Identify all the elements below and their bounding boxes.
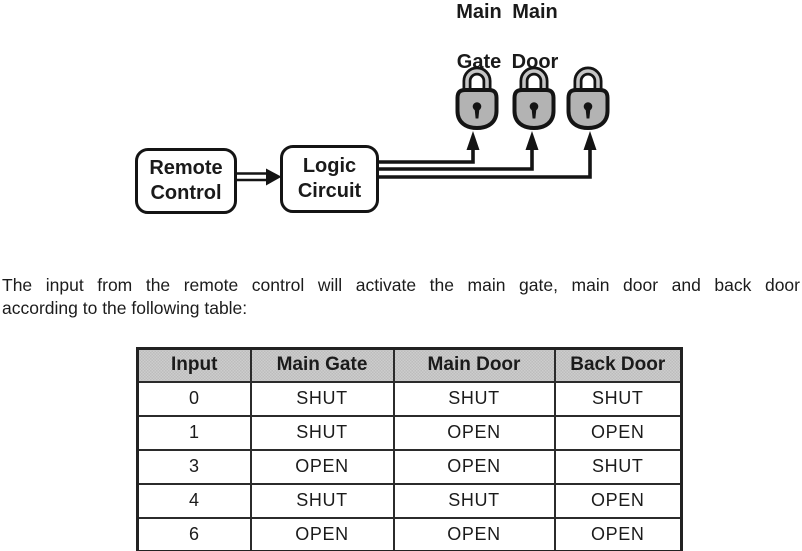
paragraph-line2: according to the following table: (2, 298, 248, 318)
column-header: Back Door (553, 347, 683, 383)
table-cell: OPEN (553, 414, 683, 451)
main-door-label-line2: Door (511, 51, 559, 73)
table-cell: SHUT (392, 482, 556, 519)
table-cell: SHUT (392, 380, 556, 417)
main-gate-label-line2: Gate (456, 51, 502, 73)
table-cell: SHUT (249, 380, 395, 417)
table-cell: SHUT (553, 448, 683, 485)
table-cell: 1 (136, 414, 252, 451)
remote-control-line2: Control (150, 182, 222, 204)
body-paragraph: The input from the remote control will a… (2, 274, 800, 320)
logic-circuit-line2: Circuit (297, 180, 362, 202)
paragraph-line1: The input from the remote control will a… (2, 275, 800, 295)
table-cell: OPEN (392, 516, 556, 551)
padlock-icon (566, 66, 610, 130)
remote-control-line1: Remote (149, 157, 223, 179)
table-cell: OPEN (392, 414, 556, 451)
column-header: Main Door (392, 347, 556, 383)
table-cell: OPEN (249, 516, 395, 551)
table-cell: SHUT (249, 414, 395, 451)
padlock-icon (512, 66, 556, 130)
table-cell: OPEN (553, 482, 683, 519)
table-cell: 0 (136, 380, 252, 417)
table-cell: 6 (136, 516, 252, 551)
table-cell: 3 (136, 448, 252, 485)
table-cell: SHUT (553, 380, 683, 417)
main-door-label-line1: Main (512, 1, 558, 23)
double-arrow-icon (236, 168, 282, 186)
logic-circuit-box: Logic Circuit (280, 145, 379, 213)
column-header: Main Gate (249, 347, 395, 383)
logic-circuit-line1: Logic (302, 155, 357, 177)
table-cell: OPEN (249, 448, 395, 485)
main-gate-label: Main Gate (450, 0, 508, 75)
main-gate-label-line1: Main (456, 1, 502, 23)
padlock-icon (455, 66, 499, 130)
table-cell: OPEN (392, 448, 556, 485)
remote-control-box: Remote Control (135, 148, 237, 214)
output-arrows (376, 131, 597, 179)
table-cell: 4 (136, 482, 252, 519)
table-cell: SHUT (249, 482, 395, 519)
main-door-label: Main Door (506, 0, 564, 75)
table-cell: OPEN (553, 516, 683, 551)
column-header: Input (136, 347, 252, 383)
